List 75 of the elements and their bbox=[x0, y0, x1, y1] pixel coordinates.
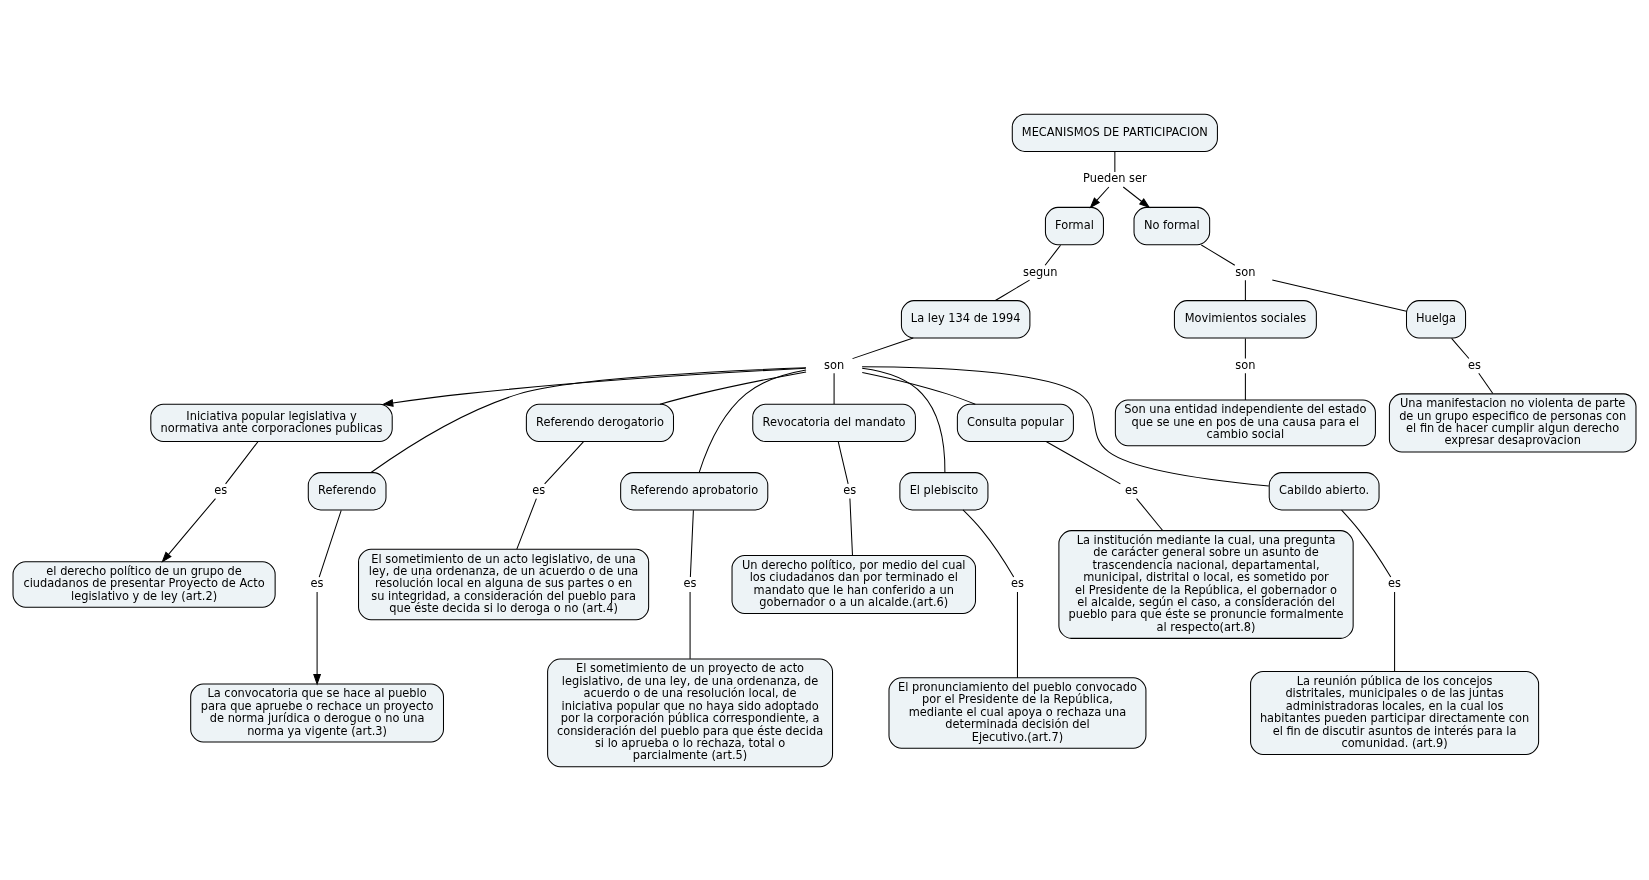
node-box: El sometimiento de un proyecto de acto legislativo, de una ley, de una ordenanza, de acuerdo o de una resolución local, de iniciativa popular que no haya sido adoptado por la corporación pública correspondiente, a consideración del pueblo para que éste decida si lo aprueba o lo rechaza, total o parcialmente (art.5) bbox=[547, 658, 834, 767]
node-text: es bbox=[1124, 482, 1138, 497]
connector bbox=[1200, 243, 1236, 266]
node-box: Cabildo abierto. bbox=[1268, 471, 1380, 510]
connector bbox=[833, 372, 835, 404]
connector bbox=[1016, 590, 1018, 678]
connector bbox=[994, 279, 1031, 301]
node-text: es bbox=[532, 482, 546, 497]
node-box: La reunión pública de los concejos distritales, municipales o de las juntas administradoras locales, en la cual los habitantes pueden participar directamente con el fin de discutir asuntos de interés para la comunidad. (art.9) bbox=[1250, 670, 1540, 755]
connector bbox=[225, 440, 259, 484]
connector bbox=[962, 508, 1015, 578]
connector bbox=[861, 371, 976, 405]
connector bbox=[861, 365, 1270, 487]
connector bbox=[1044, 244, 1062, 266]
connector bbox=[1341, 509, 1392, 578]
connector bbox=[659, 370, 807, 405]
node-text: es bbox=[310, 575, 324, 590]
node-text: es bbox=[843, 482, 857, 497]
node-text: es bbox=[1388, 575, 1402, 590]
node-text: son bbox=[824, 357, 845, 372]
connector bbox=[1271, 278, 1407, 312]
node-box: La convocatoria que se hace al pueblo para que apruebe o rechace un proyecto de norma jurídica o derogue o no una norma ya vigente (art.3) bbox=[190, 682, 444, 742]
node-box: El pronunciamiento del pueblo convocado por el Presidente de la República, mediante el cual apoya o rechaza una determinada decisión del Ejecutivo.(art.7) bbox=[888, 676, 1147, 749]
node-text: Pueden ser bbox=[1083, 170, 1147, 185]
connector bbox=[318, 509, 342, 578]
connector bbox=[516, 497, 537, 550]
arrow bbox=[313, 590, 322, 685]
connector bbox=[1394, 590, 1396, 672]
node-box: Una manifestacion no violenta de parte de un grupo especifico de personas con el fin de hacer cumplir algun derecho expresar desaprovacion bbox=[1388, 392, 1637, 452]
connector bbox=[861, 367, 946, 473]
arrow bbox=[381, 367, 807, 407]
node-text: es bbox=[1011, 575, 1024, 590]
arrow bbox=[1089, 186, 1110, 208]
connector bbox=[849, 497, 853, 556]
connector bbox=[544, 440, 585, 484]
node-box: Movimientos sociales bbox=[1173, 299, 1317, 338]
connector bbox=[689, 509, 694, 578]
connector bbox=[1045, 440, 1121, 484]
connector bbox=[1244, 337, 1246, 359]
connector bbox=[370, 366, 807, 473]
connector bbox=[1244, 279, 1246, 301]
node-box: Iniciativa popular legislativa y normativa ante corporaciones publicas bbox=[150, 403, 393, 442]
node-box: el derecho político de un grupo de ciudadanos de presentar Proyecto de Acto legislativo y de ley (art.2) bbox=[12, 560, 276, 608]
node-text: segun bbox=[1022, 264, 1058, 279]
node-text: son bbox=[1235, 357, 1256, 372]
node-box: Referendo aprobatorio bbox=[620, 471, 769, 510]
connector bbox=[1136, 497, 1164, 531]
node-box: La ley 134 de 1994 bbox=[900, 299, 1031, 338]
node-box: Referendo derogatorio bbox=[525, 403, 674, 442]
node-box: Consulta popular bbox=[956, 403, 1074, 442]
connector bbox=[1451, 337, 1470, 359]
connector bbox=[1478, 372, 1494, 394]
node-box: Referendo bbox=[307, 471, 387, 510]
node-text: son bbox=[1235, 264, 1256, 279]
connector bbox=[1244, 372, 1246, 400]
node-text: es bbox=[214, 482, 228, 497]
node-box: El plebiscito bbox=[899, 471, 989, 510]
node-box: El sometimiento de un acto legislativo, de una ley, de una ordenanza, de un acuerdo o de una resolución local en alguna de sus partes o en su integridad, a consideración del pueblo para que éste decida si lo deroga o no (art.4) bbox=[358, 548, 650, 620]
node-box: No formal bbox=[1133, 206, 1211, 245]
node-box: Revocatoria del mandato bbox=[752, 403, 916, 442]
connector bbox=[698, 368, 807, 473]
node-box: MECANISMOS DE PARTICIPACION bbox=[1011, 113, 1218, 152]
node-box: Son una entidad independiente del estado que se une en pos de una causa para el cambio social bbox=[1114, 399, 1376, 446]
connector bbox=[1114, 150, 1116, 173]
connector bbox=[689, 590, 691, 659]
node-text: es bbox=[683, 575, 697, 590]
node-box: Formal bbox=[1044, 206, 1104, 245]
node-box: Huelga bbox=[1406, 299, 1467, 338]
node-text: es bbox=[1467, 357, 1481, 372]
arrow bbox=[1122, 186, 1151, 208]
arrow bbox=[161, 497, 216, 563]
connector bbox=[837, 440, 849, 484]
node-box: La institución mediante la cual, una pregunta de carácter general sobre un asunto de trascendencia nacional, departamental, municipal, distrital o local, es sometido por el Presidente de la República, el gobernador o el alcalde, según el caso, a consideración del pueblo para que éste se pronuncie formalmente al respecto(art.8) bbox=[1058, 529, 1354, 639]
node-box: Un derecho político, por medio del cual los ciudadanos dan por terminado el mandato que le han conferido a un gobernador o a un alcalde.(art.6) bbox=[731, 554, 976, 614]
connector bbox=[852, 337, 914, 359]
